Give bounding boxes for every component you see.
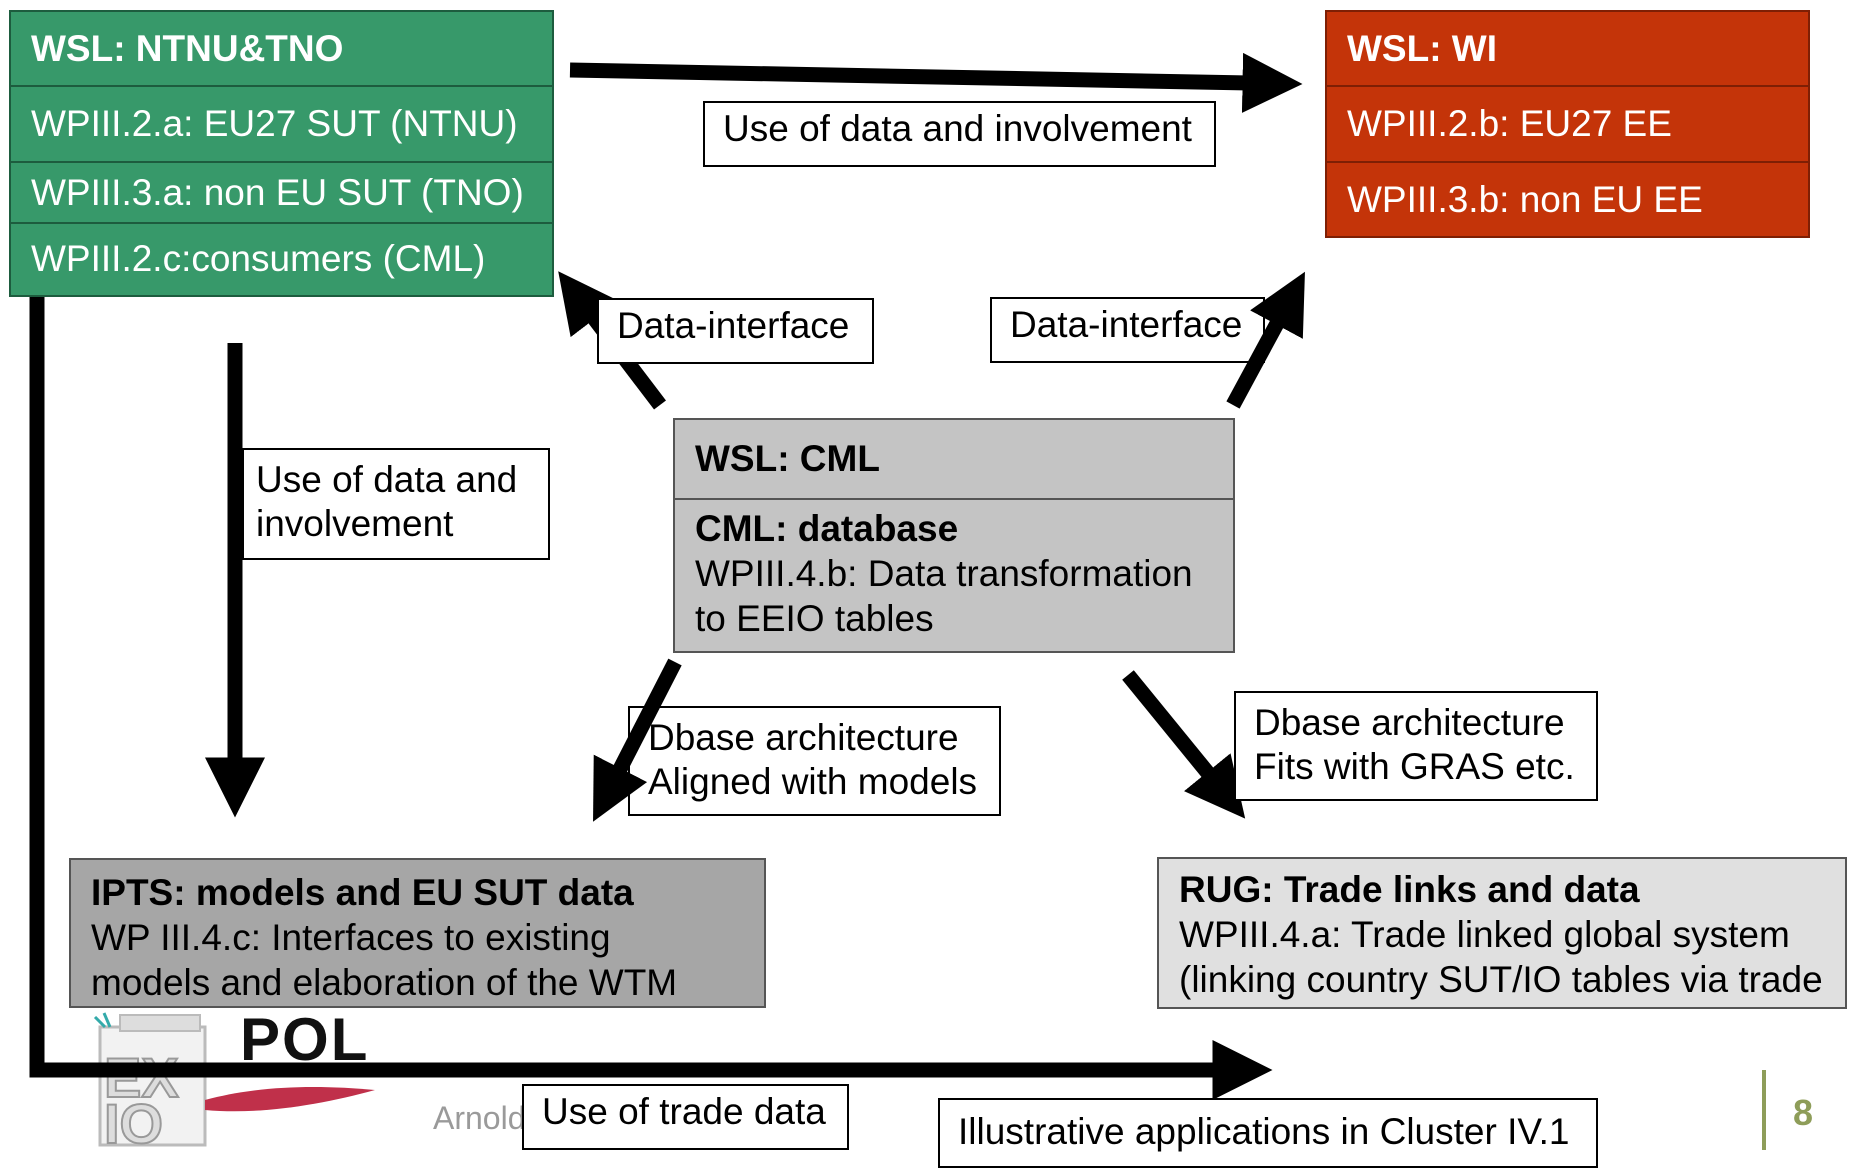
logo-text: POL	[240, 1006, 370, 1073]
ntnu-tno-title: WSL: NTNU&TNO	[11, 12, 552, 87]
ntnu-tno-row: WPIII.2.c:consumers (CML)	[31, 237, 486, 279]
rug-line: (linking country SUT/IO tables via trade	[1179, 959, 1823, 1000]
label-data-interface-right: Data-interface	[990, 297, 1265, 363]
cml-subtitle: CML: database	[695, 508, 959, 549]
label-line: involvement	[256, 503, 454, 544]
label-data-interface-left: Data-interface	[597, 298, 874, 364]
label-use-data-left: Use of data and involvement	[242, 448, 550, 560]
ipts-box: IPTS: models and EU SUT data WP III.4.c:…	[69, 858, 766, 1008]
ntnu-tno-box: WSL: NTNU&TNO WPIII.2.a: EU27 SUT (NTNU)…	[9, 10, 554, 297]
ipts-title: IPTS: models and EU SUT data	[91, 872, 634, 913]
page-number: 8	[1793, 1092, 1814, 1133]
wi-row: WPIII.3.b: non EU EE	[1347, 178, 1703, 220]
label-line: Aligned with models	[648, 761, 978, 802]
label-line: Dbase architecture	[1254, 702, 1565, 743]
rug-line: WPIII.4.a: Trade linked global system	[1179, 914, 1790, 955]
cml-body: CML: database WPIII.4.b: Data transforma…	[675, 500, 1233, 647]
label-dbase-right: Dbase architecture Fits with GRAS etc.	[1234, 691, 1598, 801]
ntnu-tno-row: WPIII.2.a: EU27 SUT (NTNU)	[11, 87, 552, 163]
page-divider	[1762, 1070, 1766, 1150]
cml-box: WSL: CML CML: database WPIII.4.b: Data t…	[673, 418, 1235, 653]
arrow-cml-to-rug	[1122, 670, 1246, 819]
rug-title: RUG: Trade links and data	[1179, 869, 1640, 910]
rug-box: RUG: Trade links and data WPIII.4.a: Tra…	[1157, 857, 1847, 1009]
wi-box: WSL: WI WPIII.2.b: EU27 EE WPIII.3.b: no…	[1325, 10, 1810, 238]
rug-body: RUG: Trade links and data WPIII.4.a: Tra…	[1159, 859, 1845, 1008]
label-line: Use of data and	[256, 459, 518, 500]
ipts-body: IPTS: models and EU SUT data WP III.4.c:…	[71, 860, 764, 1011]
svg-text:IO: IO	[104, 1092, 163, 1155]
label-line: Dbase architecture	[648, 717, 959, 758]
ntnu-tno-row: WPIII.3.a: non EU SUT (TNO)	[11, 163, 552, 224]
label-use-data-top: Use of data and involvement	[703, 101, 1216, 167]
label-line: Fits with GRAS etc.	[1254, 746, 1575, 787]
cml-line: WPIII.4.b: Data transformation	[695, 553, 1193, 594]
arrow-cml-to-wi	[1226, 271, 1305, 409]
arrow-trade-path	[29, 295, 1273, 1100]
exiopol-logo: EX IO POL	[90, 1005, 390, 1156]
ipts-line: WP III.4.c: Interfaces to existing	[91, 917, 611, 958]
ipts-line: models and elaboration of the WTM	[91, 962, 678, 1003]
label-illustrative: Illustrative applications in Cluster IV.…	[938, 1098, 1598, 1168]
arrow-cml-to-ipts	[593, 658, 682, 822]
label-dbase-left: Dbase architecture Aligned with models	[628, 706, 1001, 816]
cml-title: WSL: CML	[675, 420, 1233, 500]
exiopol-mark-icon: EX IO	[93, 1012, 375, 1156]
arrow-ntnu-to-wi	[569, 52, 1303, 113]
label-use-trade: Use of trade data	[522, 1084, 849, 1150]
cml-line: to EEIO tables	[695, 598, 934, 639]
wi-title: WSL: WI	[1327, 12, 1808, 87]
wi-row: WPIII.2.b: EU27 EE	[1327, 87, 1808, 163]
